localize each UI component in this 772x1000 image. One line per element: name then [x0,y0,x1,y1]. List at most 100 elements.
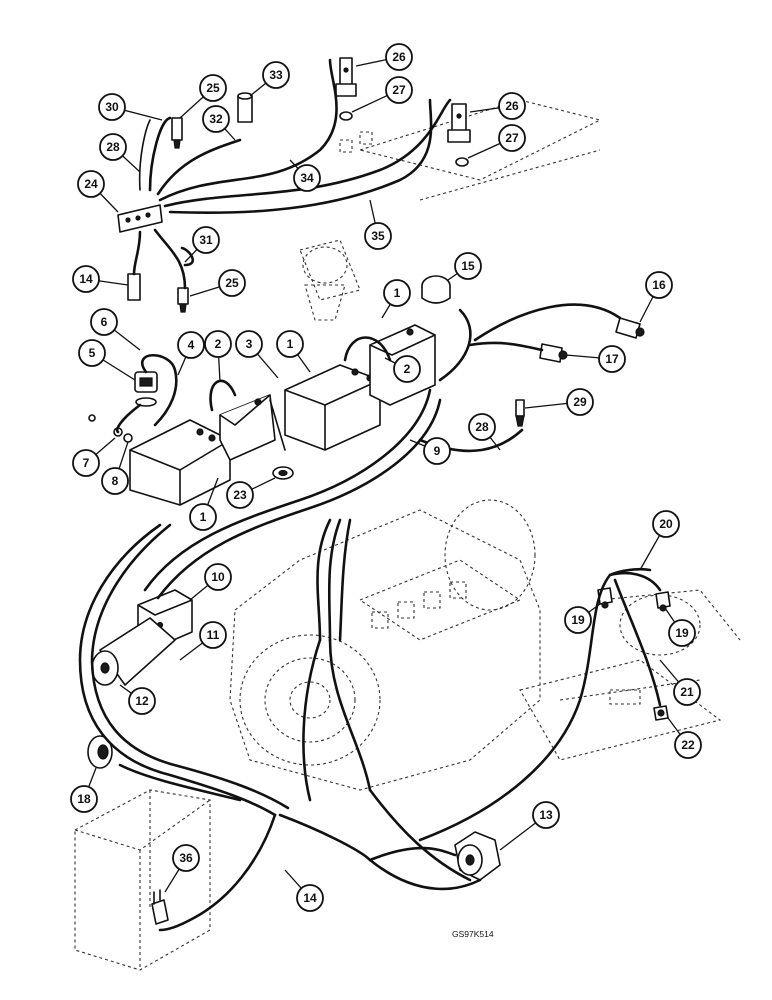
battery-left-2[interactable] [219,394,276,461]
callout-number: 22 [681,738,695,752]
callout-number: 17 [605,352,619,366]
sensor-17[interactable] [539,343,568,363]
callout-number: 11 [207,628,220,642]
terminal-block-24[interactable] [117,204,163,233]
callout-number: 21 [680,685,694,699]
callout-circle [423,437,451,465]
callout-21: 21 [659,659,701,706]
callout-number: 5 [89,346,96,360]
plug-33[interactable] [237,92,253,123]
callout-circle [189,503,217,531]
callout-circle [645,271,673,299]
callout-circle [192,226,220,254]
callout-circle [564,606,592,634]
callout-circle [204,563,232,591]
callout-circle [78,339,106,367]
callout-circle [90,308,118,336]
callout-circle [262,61,290,89]
callout-23: 23 [226,477,276,509]
callout-number: 35 [371,229,385,243]
callout-30: 30 [98,93,163,121]
callout-number: 27 [392,83,406,97]
grommet [272,466,294,480]
washer-27 [339,111,469,167]
callout-10: 10 [189,563,232,601]
reference-code: GS97K514 [452,929,494,939]
battery-left[interactable] [129,419,231,506]
callout-circle [566,388,594,416]
callout-circle [498,124,526,152]
callout-20: 20 [639,510,680,571]
callout-19a: 19 [564,603,601,634]
callout-circle [385,76,413,104]
callout-circle [202,105,230,133]
callout-circle [101,467,129,495]
callout-circle [77,170,105,198]
sender-25-top[interactable] [171,117,183,149]
callout-circle [598,345,626,373]
callout-7: 7 [72,437,116,477]
starter-motor[interactable] [91,617,176,686]
sender-cap[interactable] [421,275,451,304]
callout-3: 3 [235,330,279,379]
callout-circle [393,355,421,383]
callout-number: 12 [135,694,149,708]
callout-number: 18 [77,792,91,806]
callout-circle [468,413,496,441]
callout-number: 13 [539,808,553,822]
sensor-16[interactable] [615,317,645,339]
sensor-22[interactable] [653,705,669,721]
connector-36[interactable] [151,889,169,925]
callout-circle [235,330,263,358]
callout-number: 15 [461,259,475,273]
callout-1c: 1 [189,477,219,531]
battery-switch[interactable] [134,371,158,407]
sensor-29[interactable] [515,399,525,427]
callout-number: 4 [188,338,195,352]
sensor-19-right[interactable] [655,591,671,612]
callout-number: 7 [83,456,90,470]
battery-right[interactable] [284,364,381,451]
callout-circle [172,844,200,872]
callout-number: 33 [269,68,283,82]
callout-circle [204,330,232,358]
callout-number: 3 [246,337,253,351]
callout-22: 22 [667,717,702,759]
callout-number: 2 [404,362,411,376]
callout-1a: 1 [381,279,411,319]
sender-26-right[interactable] [447,103,471,143]
callout-number: 19 [571,613,585,627]
callout-number: 31 [199,233,213,247]
callout-number: 25 [225,276,239,290]
fuse-14[interactable] [127,273,141,301]
callout-circle [532,801,560,829]
control-box-outline [74,789,211,971]
callout-number: 28 [106,140,120,154]
callout-17: 17 [565,345,626,373]
callout-circle [276,330,304,358]
lamp[interactable] [87,735,113,769]
sender-25-lower[interactable] [177,287,189,313]
callout-number: 20 [659,517,673,531]
horn[interactable] [454,831,501,881]
callout-18: 18 [70,767,98,813]
callout-number: 25 [206,81,220,95]
callout-15: 15 [447,252,482,281]
callout-number: 16 [652,278,666,292]
callout-circle [293,164,321,192]
callout-number: 36 [179,851,193,865]
callout-number: 26 [505,99,519,113]
callout-circle [652,510,680,538]
callout-circle [72,449,100,477]
callout-14b: 14 [284,869,324,912]
callout-circle [668,619,696,647]
callout-33: 33 [249,61,290,97]
callout-4: 4 [177,331,205,376]
callout-1b: 1 [276,330,311,373]
callout-circle [177,331,205,359]
callout-24: 24 [77,170,119,213]
sender-26-left[interactable] [335,57,357,97]
callout-number: 19 [675,626,689,640]
callout-number: 24 [84,177,98,191]
callout-2b: 2 [384,355,421,383]
